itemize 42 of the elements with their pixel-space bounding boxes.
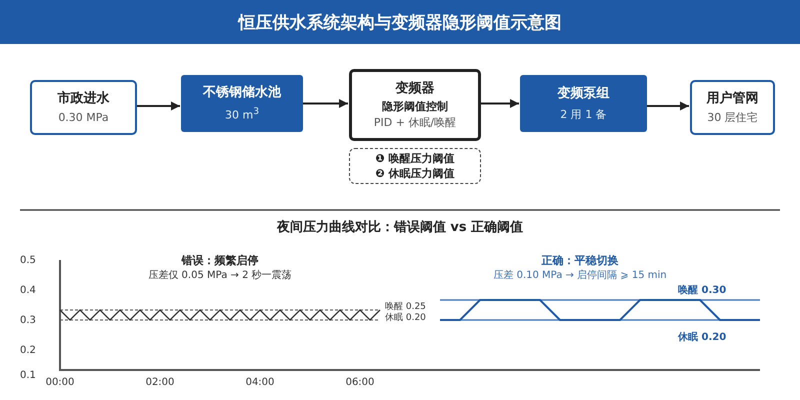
chart-label: 压差仅 0.05 MPa → 2 秒一震荡 bbox=[148, 270, 292, 282]
chart-label: 错误：频繁启停 bbox=[182, 254, 258, 268]
chart-label: 0.1 bbox=[20, 370, 36, 382]
chart-label: 04:00 bbox=[246, 377, 274, 389]
process-box bbox=[181, 75, 303, 132]
process-box bbox=[690, 80, 775, 135]
chart-label: 休眠 0.20 bbox=[385, 313, 426, 324]
node-detail: 2 用 1 备 bbox=[560, 108, 607, 121]
node-detail: 隐形阈值控制 bbox=[382, 100, 448, 113]
node-title: 不锈钢储水池 bbox=[203, 84, 281, 100]
chart-label: 唤醒 0.30 bbox=[678, 285, 726, 297]
node-title: 变频泵组 bbox=[558, 86, 610, 102]
node-title: 市政进水 bbox=[58, 91, 110, 107]
chart-label: 02:00 bbox=[146, 377, 174, 389]
chart-label: 0.2 bbox=[20, 345, 36, 357]
node-detail: 30 层住宅 bbox=[707, 110, 758, 124]
section-heading: 夜间压力曲线对比：错误阈值 vs 正确阈值 bbox=[276, 220, 524, 236]
chart-label: 06:00 bbox=[346, 377, 374, 389]
node-detail: 30 m$^{3}$ bbox=[224, 106, 260, 122]
chart-label: 0.4 bbox=[20, 285, 36, 297]
chart-label: 0.5 bbox=[20, 255, 36, 267]
chart-label: 00:00 bbox=[46, 377, 74, 389]
chart-label: 休眠 0.20 bbox=[678, 332, 726, 344]
chart-label: 唤醒 0.25 bbox=[385, 302, 426, 312]
threshold-note-box bbox=[349, 148, 481, 184]
arrow bbox=[137, 102, 180, 110]
process-box bbox=[30, 80, 137, 135]
chart-label: 0.3 bbox=[20, 315, 36, 327]
node-title: ❶ 唤醒压力阈值 bbox=[375, 152, 455, 166]
process-box bbox=[349, 69, 481, 141]
arrow bbox=[481, 99, 519, 108]
chart-label: 正确：平稳切换 bbox=[542, 254, 618, 268]
node-title: 用户管网 bbox=[706, 91, 758, 107]
node-title: 变频器 bbox=[396, 81, 434, 97]
arrow bbox=[647, 102, 689, 110]
arrow bbox=[303, 99, 348, 108]
title-banner: 恒压供水系统架构与变频器隐形阈值示意图 bbox=[0, 0, 800, 44]
node-detail: 0.30 MPa bbox=[58, 110, 109, 124]
node-detail: PID + 休眠/唤醒 bbox=[374, 116, 456, 129]
chart-label: 压差 0.10 MPa → 启停间隔 ⩾ 15 min bbox=[493, 270, 667, 282]
node-detail: ❷ 休眠压力阈值 bbox=[375, 166, 455, 180]
process-box bbox=[520, 75, 647, 132]
